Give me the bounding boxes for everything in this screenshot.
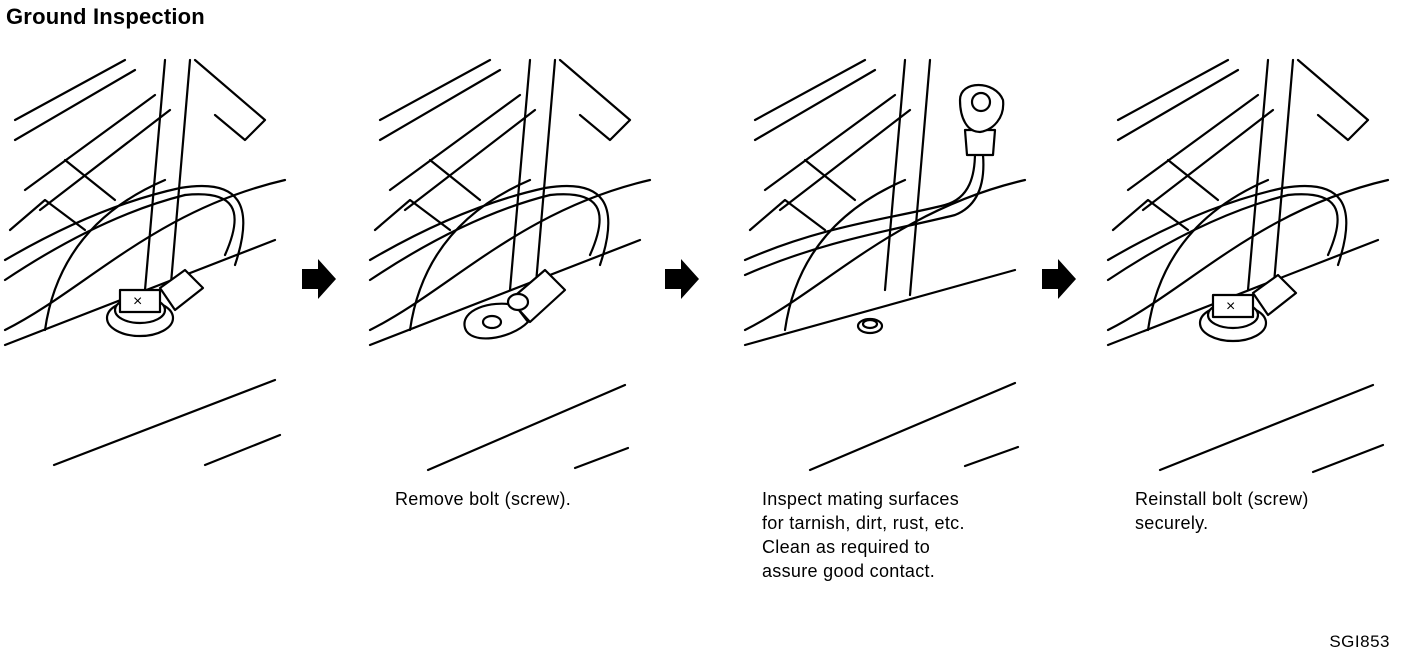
next-step-arrow-icon — [1040, 257, 1078, 301]
step-3-illustration — [743, 58, 1045, 480]
svg-text:×: × — [133, 293, 142, 310]
engine-ribs — [748, 58, 912, 232]
next-step-arrow-icon — [300, 257, 338, 301]
figure-code: SGI853 — [1329, 632, 1390, 651]
engine-ribs — [1111, 58, 1370, 232]
step-2-caption: Remove bolt (screw). — [395, 489, 572, 509]
step-1-illustration: × — [3, 58, 305, 480]
step-3-caption: Inspect mating surfaces for tarnish, dir… — [762, 489, 965, 581]
step-2-illustration — [368, 58, 670, 480]
next-step-arrow-icon — [663, 257, 701, 301]
step-4-caption: Reinstall bolt (screw) securely. — [1135, 489, 1309, 533]
engine-ribs — [8, 58, 267, 232]
page-title: Ground Inspection — [6, 4, 205, 29]
engine-ribs — [373, 58, 632, 232]
svg-text:×: × — [1226, 298, 1235, 315]
step-4-illustration: × — [1106, 58, 1408, 480]
